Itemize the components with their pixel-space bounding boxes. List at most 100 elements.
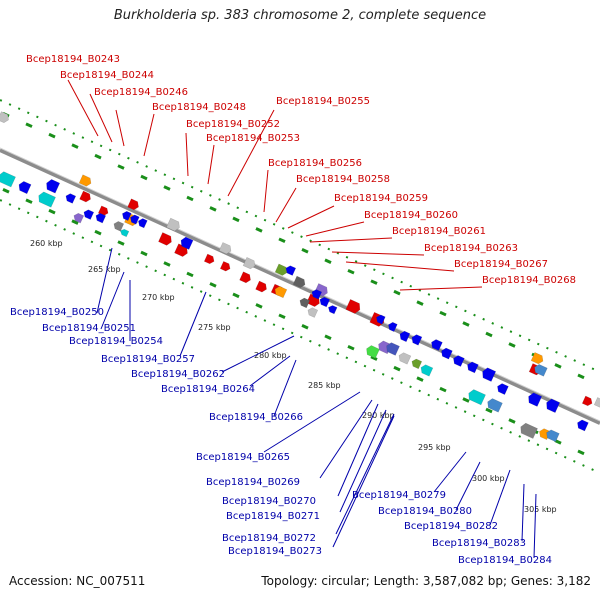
leader-line [263,169,269,213]
gene-feature [158,232,172,246]
kbp-tick-label: 270 kbp [142,293,175,302]
forward-gene-label: Bcep18194_B0252 [186,119,280,130]
kbp-tick-label: 300 kbp [472,474,505,483]
gene-feature [319,296,331,308]
leader-line [263,391,361,453]
forward-gene-label: Bcep18194_B0259 [334,193,428,204]
tick-mark [416,376,424,382]
gene-feature [79,190,91,203]
forward-gene-label: Bcep18194_B0246 [94,87,188,98]
tick-mark [577,449,585,456]
reverse-gene-label: Bcep18194_B0254 [69,336,163,347]
tick-mark [301,324,309,330]
forward-gene-label: Bcep18194_B0261 [392,226,486,237]
leader-line [273,359,297,417]
tick-mark [25,198,33,204]
leader-line [455,461,481,511]
leader-line [345,261,455,272]
forward-gene-label: Bcep18194_B0256 [268,158,362,169]
tick-mark [554,363,562,369]
gene-feature [441,347,453,360]
tick-mark [186,271,194,278]
tick-mark [393,365,401,372]
gene-feature [299,297,311,309]
gene-feature [83,209,95,220]
leader-line [521,483,525,542]
leader-line [287,205,335,229]
gene-feature [46,179,61,194]
gene-feature [0,111,9,124]
reverse-gene-label: Bcep18194_B0265 [196,452,290,463]
kbp-tick-label: 275 kbp [198,323,231,332]
tick-mark [232,292,240,299]
tick-mark [255,227,263,233]
map-title: Burkholderia sp. 383 chromosome 2, compl… [113,8,487,23]
gene-feature [120,229,130,238]
forward-gene-label: Bcep18194_B0263 [424,243,518,254]
reverse-gene-label: Bcep18194_B0272 [222,533,316,544]
gene-feature [366,345,380,359]
reverse-gene-label: Bcep18194_B0264 [161,384,255,395]
tick-mark [71,219,79,225]
tick-mark [462,321,470,327]
tick-mark [71,143,79,149]
reverse-gene-label: Bcep18194_B0270 [222,496,316,507]
gene-feature [467,361,479,374]
kbp-tick-label: 260 kbp [30,239,63,248]
gene-feature [328,305,338,315]
tick-mark [416,300,424,306]
reverse-gene-label: Bcep18194_B0284 [458,555,552,566]
gene-feature [411,334,423,346]
forward-gene-label: Bcep18194_B0243 [26,54,120,65]
tick-mark [508,418,516,424]
gene-feature [468,389,486,406]
tick-mark [301,248,309,254]
kbp-tick-label: 290 kbp [362,411,395,420]
tick-mark [163,185,171,191]
leader-line [100,271,125,330]
reverse-gene-label: Bcep18194_B0273 [228,546,322,557]
leader-line [309,237,393,243]
gene-feature [399,330,411,343]
tick-mark [186,195,194,202]
tick-mark [324,258,332,264]
tick-mark [278,313,286,320]
gene-feature [285,265,297,276]
gene-feature [453,355,465,367]
gene-feature [255,280,267,293]
leader-line [249,355,291,387]
kbp-tick-label: 295 kbp [418,443,451,452]
leader-line [433,451,467,493]
tick-mark [324,334,332,340]
tick-mark [508,342,516,348]
leader-line [115,109,125,147]
tick-mark [140,250,148,257]
reverse-gene-label: Bcep18194_B0266 [209,412,303,423]
gene-feature [345,299,361,314]
gene-feature [38,191,56,208]
kbp-tick-label: 285 kbp [308,381,341,390]
gene-feature [242,257,256,270]
tick-mark [48,132,56,139]
tick-mark [117,240,125,246]
gene-feature [376,314,386,325]
gene-feature [386,342,400,356]
gene-feature [534,364,548,377]
gene-feature [546,398,561,413]
tick-mark [140,174,148,181]
leader-line [221,335,295,373]
forward-gene-label: Bcep18194_B0268 [482,275,576,286]
gene-feature [113,221,125,232]
tick-mark [439,310,447,317]
gene-feature [431,339,443,351]
gene-feature [388,322,398,332]
gene-feature [0,171,16,188]
gene-feature [577,419,589,432]
leader-line [143,113,155,157]
reverse-gene-label: Bcep18194_B0262 [131,369,225,380]
leader-line [67,79,99,137]
gene-feature [219,260,231,272]
tick-mark [462,397,470,403]
forward-gene-label: Bcep18194_B0244 [60,70,154,81]
reverse-gene-label: Bcep18194_B0283 [432,538,526,549]
